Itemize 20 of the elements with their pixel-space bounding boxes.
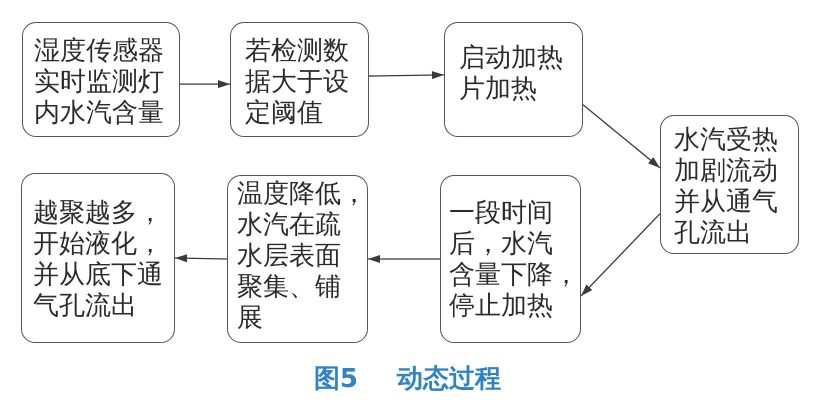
step-text: 一段时间后，水汽含量下降，停止加热	[449, 198, 579, 322]
step-text: 若检测数据大于设定阈值	[245, 36, 349, 129]
process-box	[230, 22, 369, 137]
process-box	[22, 22, 180, 137]
step-text: 越聚越多，开始液化，并从底下通气孔流出	[33, 198, 163, 322]
arrow	[582, 104, 660, 168]
step-text: 湿度传感器实时监测灯内水汽含量	[34, 36, 164, 129]
arrow	[580, 213, 660, 296]
step-text: 水汽受热加剧流动并从通气孔流出	[674, 125, 778, 249]
arrow	[368, 71, 444, 80]
arrow	[180, 80, 230, 88]
process-box	[444, 22, 583, 137]
process-box	[440, 175, 581, 343]
step-text: 温度降低，水汽在疏水层表面聚集、铺展	[237, 179, 367, 334]
step-text: 启动加热片加热	[459, 43, 563, 105]
arrow	[174, 254, 228, 262]
figure-caption: 图5 动态过程	[314, 363, 502, 396]
process-box	[660, 115, 799, 254]
process-box	[21, 173, 175, 343]
arrow	[368, 255, 440, 263]
